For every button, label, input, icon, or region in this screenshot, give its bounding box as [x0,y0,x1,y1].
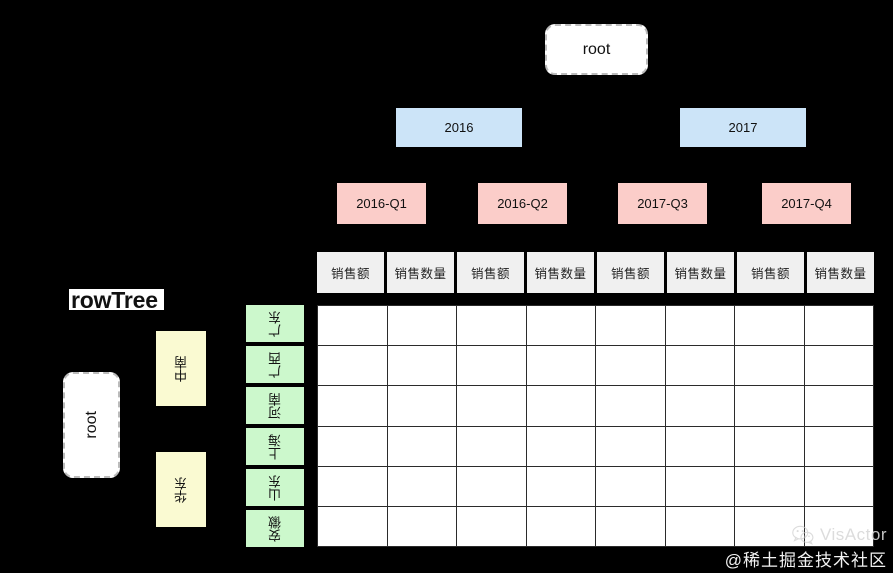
body-cell[interactable] [665,466,735,507]
quarter-label: 2017-Q3 [637,196,688,211]
province-label: 广西 [267,351,283,378]
body-cell[interactable] [318,506,388,547]
column-header-label: 销售数量 [814,267,867,281]
body-cell[interactable] [804,346,874,387]
body-cell[interactable] [387,506,457,547]
province-label: 上海 [267,433,283,460]
row-header-cell-3[interactable]: 上海 [246,428,304,465]
body-cell[interactable] [318,386,388,427]
column-header-cell-1[interactable]: 销售数量 [387,252,454,293]
region-label: 中南 [173,355,189,382]
body-cell[interactable] [387,466,457,507]
body-cell[interactable] [735,386,805,427]
column-header-label: 销售额 [470,267,510,281]
column-header-label: 销售数量 [534,267,587,281]
column-header-label: 销售额 [610,267,650,281]
body-cell[interactable] [526,506,596,547]
body-cell[interactable] [457,466,527,507]
body-cell[interactable] [457,506,527,547]
column-header-cell-0[interactable]: 销售额 [317,252,384,293]
column-tree-quarter-2017-q4[interactable]: 2017-Q4 [762,183,851,224]
column-header-label: 销售额 [330,267,370,281]
column-tree-root-label: root [582,40,611,58]
body-cell[interactable] [804,466,874,507]
body-cell[interactable] [596,306,666,347]
body-cell[interactable] [526,386,596,427]
column-tree-quarter-2017-q3[interactable]: 2017-Q3 [618,183,707,224]
body-cell[interactable] [735,346,805,387]
column-tree-quarter-2016-q2[interactable]: 2016-Q2 [478,183,567,224]
body-cell[interactable] [735,506,805,547]
body-cell[interactable] [318,306,388,347]
column-header-cell-4[interactable]: 销售额 [597,252,664,293]
body-cell[interactable] [665,426,735,467]
column-header-cell-2[interactable]: 销售额 [457,252,524,293]
row-header-cell-0[interactable]: 广东 [246,305,304,342]
row-header-cell-4[interactable]: 山东 [246,469,304,506]
column-tree-root-node[interactable]: root [545,24,648,75]
body-cell[interactable] [665,506,735,547]
body-cell[interactable] [318,426,388,467]
row-tree-region-huadong[interactable]: 华东 [156,452,206,527]
body-cell[interactable] [387,346,457,387]
body-cell[interactable] [457,386,527,427]
body-cell[interactable] [387,386,457,427]
row-tree-caption: rowTree [69,289,164,310]
body-cell[interactable] [526,426,596,467]
body-cell[interactable] [665,346,735,387]
body-cell[interactable] [596,506,666,547]
year-label: 2016 [444,120,474,135]
province-label: 广东 [267,310,283,337]
quarter-label: 2016-Q1 [356,196,407,211]
row-header-cell-5[interactable]: 安徽 [246,510,304,547]
region-label: 华东 [173,476,189,503]
quarter-label: 2017-Q4 [781,196,832,211]
body-cell[interactable] [596,386,666,427]
body-cell[interactable] [735,426,805,467]
pivot-body-grid[interactable] [317,305,874,547]
body-cell[interactable] [665,386,735,427]
body-cell[interactable] [457,306,527,347]
column-tree-year-2016[interactable]: 2016 [396,108,522,147]
province-label: 河南 [267,392,283,419]
column-header-label: 销售数量 [674,267,727,281]
body-cell[interactable] [735,466,805,507]
body-cell[interactable] [457,346,527,387]
body-cell[interactable] [804,386,874,427]
row-tree-root-node[interactable]: root [63,372,120,478]
body-cell[interactable] [387,426,457,467]
body-cell[interactable] [665,306,735,347]
column-header-cell-5[interactable]: 销售数量 [667,252,734,293]
province-label: 安徽 [267,515,283,542]
body-cell[interactable] [526,306,596,347]
column-header-cell-7[interactable]: 销售数量 [807,252,874,293]
row-header-cell-2[interactable]: 河南 [246,387,304,424]
body-cell[interactable] [387,306,457,347]
row-tree-region-zhongnan[interactable]: 中南 [156,331,206,406]
body-cell[interactable] [596,346,666,387]
row-tree-root-label: root [82,411,100,439]
body-cell[interactable] [596,426,666,467]
body-cell[interactable] [526,346,596,387]
body-cell[interactable] [804,426,874,467]
quarter-label: 2016-Q2 [497,196,548,211]
column-tree-year-2017[interactable]: 2017 [680,108,806,147]
watermark-community-text: @稀土掘金技术社区 [724,551,887,570]
province-label: 山东 [267,474,283,501]
column-header-cell-3[interactable]: 销售数量 [527,252,594,293]
row-header-cell-1[interactable]: 广西 [246,346,304,383]
body-cell[interactable] [318,466,388,507]
body-cell[interactable] [457,426,527,467]
column-header-cell-6[interactable]: 销售额 [737,252,804,293]
body-cell[interactable] [804,506,874,547]
column-tree-quarter-2016-q1[interactable]: 2016-Q1 [337,183,426,224]
year-label: 2017 [728,120,758,135]
body-cell[interactable] [735,306,805,347]
body-cell[interactable] [804,306,874,347]
column-header-label: 销售数量 [394,267,447,281]
body-cell[interactable] [318,346,388,387]
body-cell[interactable] [526,466,596,507]
column-header-label: 销售额 [750,267,790,281]
body-cell[interactable] [596,466,666,507]
